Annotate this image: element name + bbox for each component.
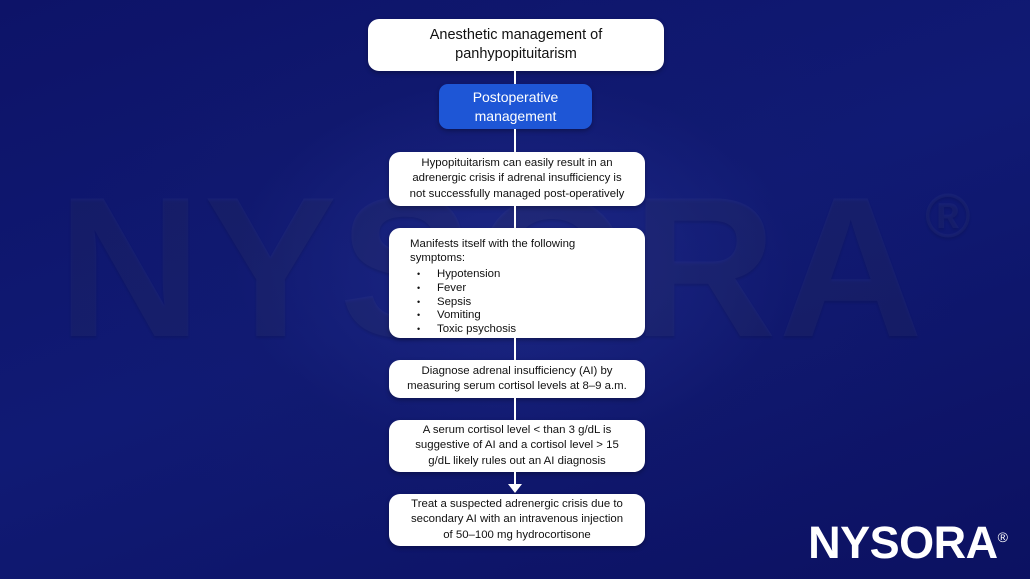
connector-symptoms-to-diagnose [514, 338, 517, 361]
list-item: Sepsis [410, 296, 590, 310]
arrowhead-down-icon [508, 484, 522, 493]
flow-node-stage-text: Postoperative management [472, 88, 559, 124]
flow-node-threshold: A serum cortisol level < than 3 g/dL is … [389, 420, 645, 472]
flow-node-title-text: Anesthetic management of panhypopituitar… [429, 27, 603, 62]
symptom-block: Manifests itself with the following symp… [389, 228, 590, 337]
list-item: Toxic psychosis [410, 323, 590, 337]
logo-registered-mark: ® [997, 529, 1008, 545]
connector-diagnose-to-threshold [514, 398, 517, 421]
connector-stage-to-crisis [514, 129, 517, 153]
flow-node-symptoms: Manifests itself with the following symp… [389, 228, 645, 338]
logo-text: NYSORA [808, 517, 998, 568]
nysora-logo: NYSORA® [808, 520, 1008, 565]
flow-node-stage: Postoperative management [439, 84, 592, 129]
symptom-list: Hypotension Fever Sepsis Vomiting Toxic … [410, 268, 590, 337]
flow-node-treat: Treat a suspected adrenergic crisis due … [389, 494, 645, 546]
symptom-intro-text: Manifests itself with the following symp… [410, 238, 576, 264]
flow-node-diagnose-text: Diagnose adrenal insufficiency (AI) by m… [407, 364, 627, 393]
list-item: Fever [410, 282, 590, 296]
connector-crisis-to-symptoms [514, 206, 517, 229]
connector-title-to-stage [514, 71, 517, 85]
list-item: Vomiting [410, 309, 590, 323]
flow-node-crisis-text: Hypopituitarism can easily result in an … [409, 156, 625, 200]
flow-node-treat-text: Treat a suspected adrenergic crisis due … [410, 497, 624, 541]
connector-threshold-to-treat [514, 472, 517, 486]
list-item: Hypotension [410, 268, 590, 282]
flow-node-threshold-text: A serum cortisol level < than 3 g/dL is … [415, 423, 619, 467]
flow-node-title: Anesthetic management of panhypopituitar… [368, 19, 664, 71]
flow-node-diagnose: Diagnose adrenal insufficiency (AI) by m… [389, 360, 645, 398]
flow-node-crisis: Hypopituitarism can easily result in an … [389, 152, 645, 206]
